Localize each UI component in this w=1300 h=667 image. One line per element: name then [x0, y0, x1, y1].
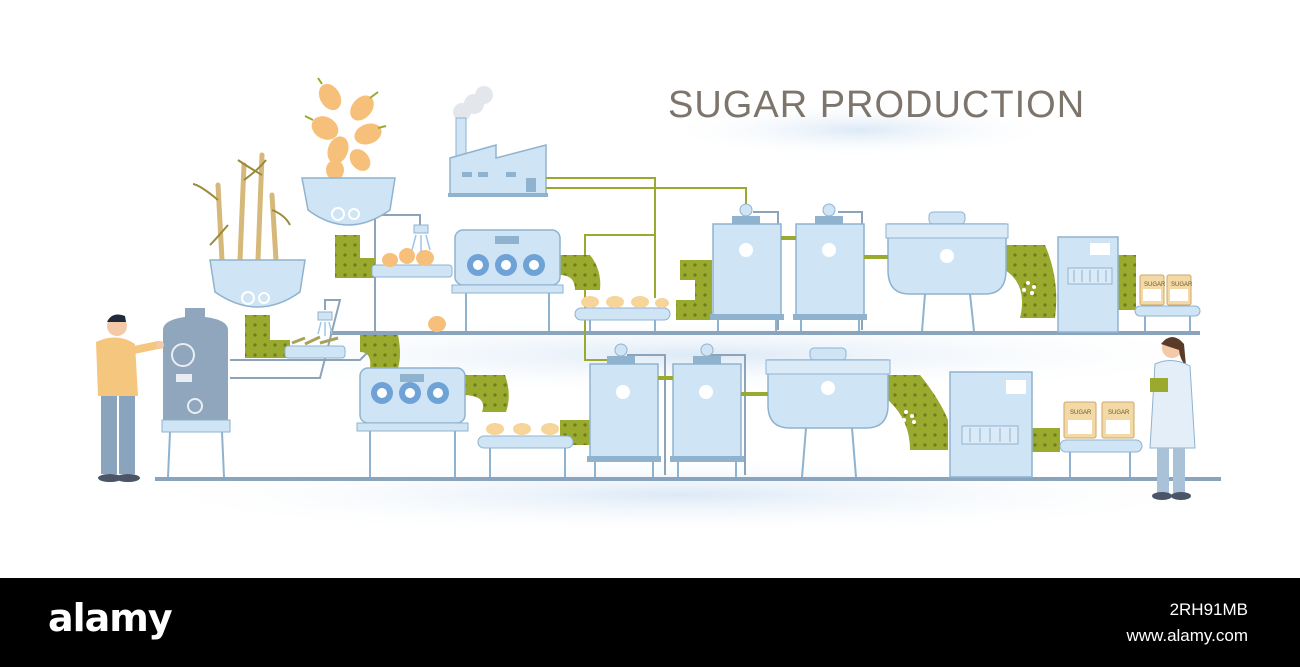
washer-lower — [284, 311, 346, 359]
bag-conveyor-upper — [1134, 274, 1201, 331]
sugar-production-illustration: SUGAR SUGAR SUGAR SUGAR SUGAR P — [96, 77, 1260, 535]
control-wires — [546, 177, 747, 361]
stock-url: www.alamy.com — [1126, 626, 1248, 645]
bag-conveyor-lower — [1059, 401, 1143, 477]
tank-evap-link-upper — [864, 255, 888, 259]
green-chutes — [245, 235, 1136, 452]
tank-lower-1 — [587, 343, 661, 477]
slicer-lower — [356, 367, 469, 477]
slicer-upper — [451, 229, 564, 331]
page-title: SUGAR PRODUCTION — [668, 84, 1086, 126]
worker-woman — [1149, 337, 1196, 500]
upper-floor-line — [330, 331, 1200, 335]
power-plant — [448, 86, 548, 197]
bag-label: SUGAR — [1108, 410, 1130, 416]
sugar-beets — [304, 77, 387, 180]
title-glow — [660, 102, 1060, 158]
hopper-cane — [209, 259, 306, 308]
bag-label: SUGAR — [1171, 282, 1193, 288]
lower-floor-line — [155, 477, 1221, 481]
tank-evap-link-lower — [741, 392, 768, 396]
chips-conveyor-lower — [477, 423, 574, 477]
image-id: 2RH91MB — [1169, 600, 1248, 619]
worker-man — [96, 314, 164, 482]
chips-conveyor-upper — [574, 296, 671, 331]
lower-floor-glow — [120, 455, 1240, 535]
stock-watermark-bar: alamy 2RH91MB www.alamy.com — [0, 578, 1300, 667]
bag-label: SUGAR — [1144, 282, 1166, 288]
falling-beet — [428, 316, 446, 332]
boiler-machine — [161, 308, 231, 478]
centrifuge-upper — [1022, 236, 1119, 333]
tank-upper-2 — [793, 203, 867, 331]
tank-upper-1 — [710, 203, 784, 331]
washer-upper — [371, 224, 453, 278]
centrifuge-lower — [949, 371, 1033, 478]
sugarcane — [192, 152, 291, 263]
factory-diagram: SUGAR SUGAR SUGAR SUGAR — [96, 77, 1260, 535]
alamy-logo: alamy — [48, 596, 173, 640]
evaporator-upper — [885, 211, 1009, 332]
hopper-beet — [301, 177, 396, 226]
tank-link-upper — [781, 236, 796, 240]
bag-label: SUGAR — [1070, 410, 1092, 416]
evaporator-lower — [765, 347, 916, 478]
tank-lower-2 — [670, 343, 744, 477]
tank-link-lower — [658, 376, 673, 380]
